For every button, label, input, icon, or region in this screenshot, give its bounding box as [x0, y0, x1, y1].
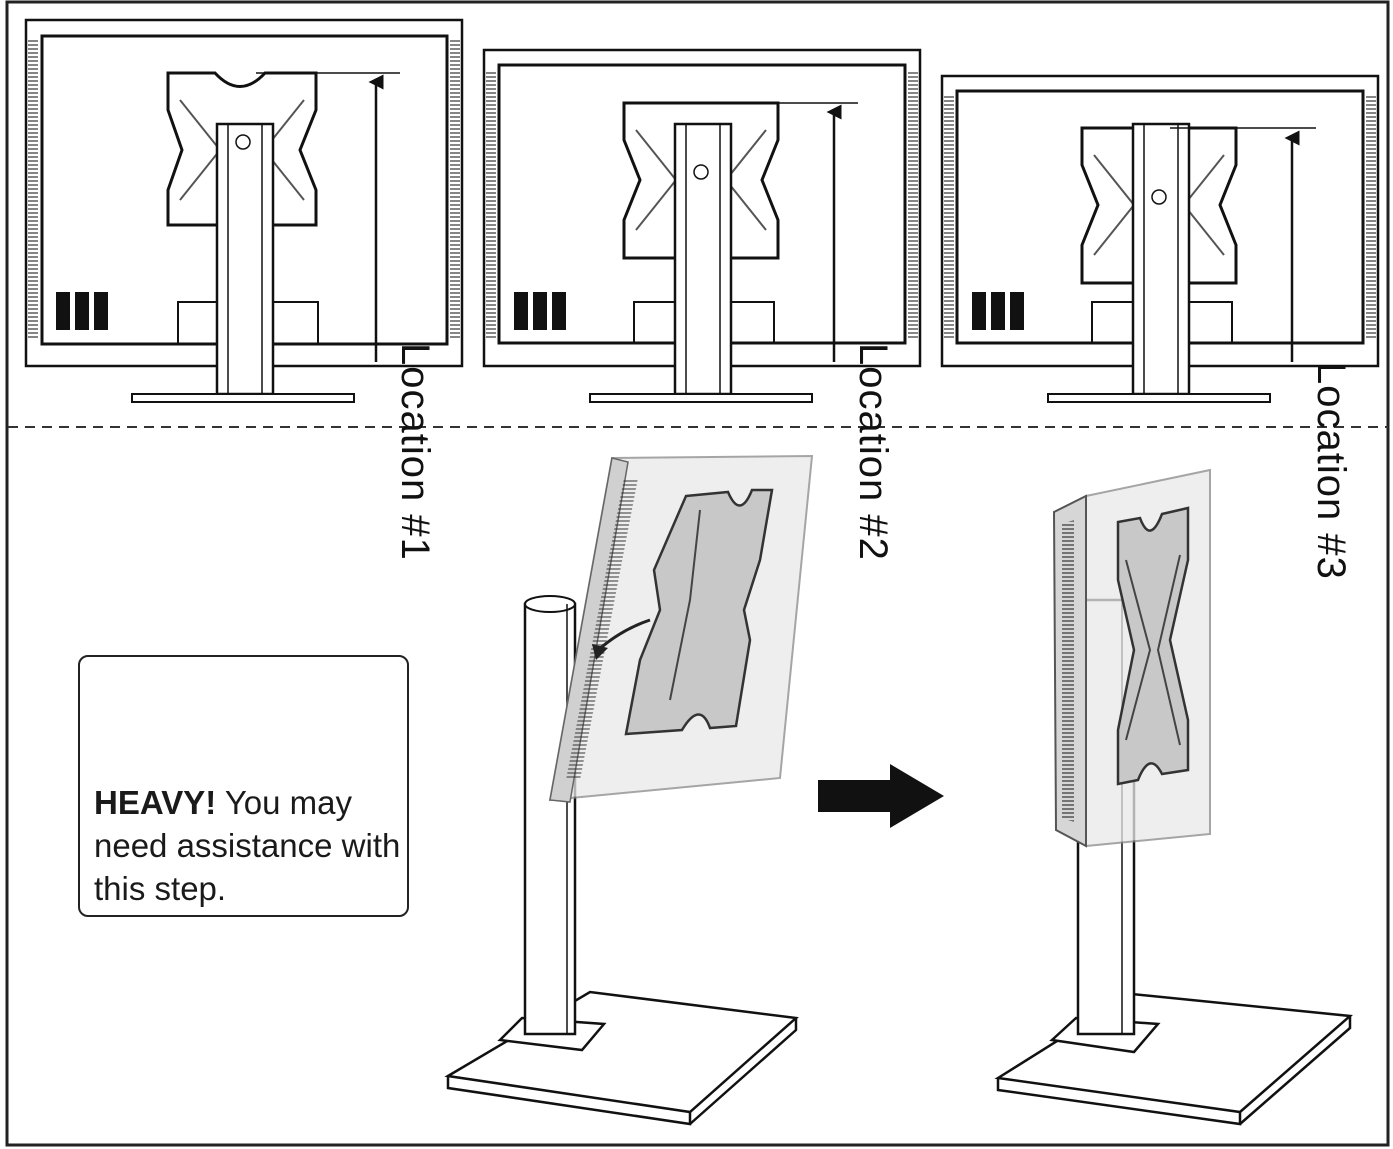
vent-grille [972, 292, 1024, 330]
monitor-location-3 [940, 74, 1380, 403]
warning-body: You may need assistance with this step. [94, 784, 401, 907]
warning-emphasis: HEAVY! [94, 784, 217, 821]
vent-grille [56, 292, 108, 330]
heavy-warning-box: HEAVY! You may need assistance with this… [78, 655, 409, 917]
monitor-location-2 [482, 48, 922, 403]
warning-message: HEAVY! You may need assistance with this… [94, 781, 404, 910]
location-1-label: Location #1 [393, 343, 437, 561]
outer-frame [5, 0, 1390, 1147]
monitor-location-1 [24, 18, 464, 403]
vent-grille [514, 292, 566, 330]
location-2-label: Location #2 [851, 343, 895, 561]
stand-with-mounted-monitor [994, 468, 1353, 1126]
right-arrow-icon [818, 764, 944, 828]
stand-with-tilted-monitor [444, 454, 814, 1126]
location-3-label: Location #3 [1309, 362, 1353, 580]
